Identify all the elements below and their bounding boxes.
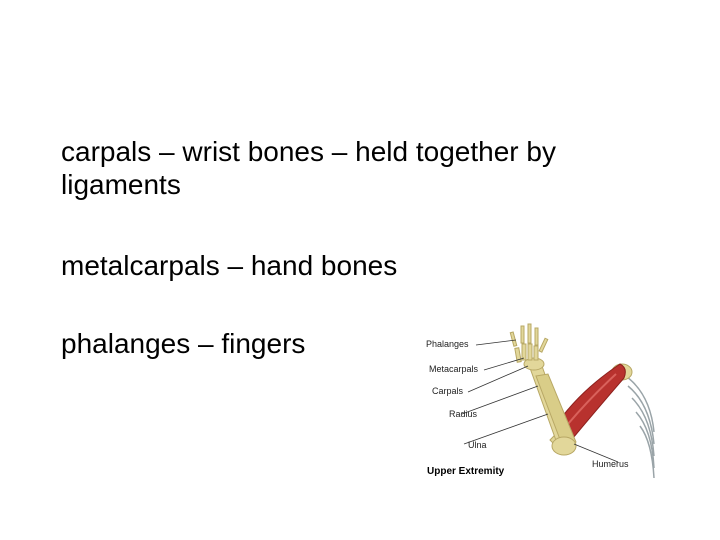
hand-illustration — [509, 323, 549, 371]
phalanx-thumb — [538, 337, 549, 353]
label-humerus: Humerus — [592, 459, 629, 469]
label-phalanges: Phalanges — [426, 339, 469, 349]
upper-extremity-diagram: Phalanges Metacarpals Carpals Radius Uln… — [426, 323, 655, 479]
metacarpal-4 — [533, 345, 539, 361]
ulna-bone — [535, 373, 577, 451]
bullet-carpals-line2: ligaments — [61, 169, 181, 200]
label-metacarpals: Metacarpals — [429, 364, 479, 374]
biceps-muscle — [553, 363, 626, 445]
bullet-carpals-line1: carpals – wrist bones – held together by — [61, 136, 556, 167]
label-radius: Radius — [449, 409, 478, 419]
bullet-metacarpals-text: metalcarpals – hand bones — [61, 250, 398, 281]
upper-extremity-figure: Phalanges Metacarpals Carpals Radius Uln… — [418, 322, 658, 484]
rib-cage-illustration — [622, 373, 655, 479]
label-ulna: Ulna — [468, 440, 487, 450]
metacarpal-1 — [514, 347, 522, 363]
bullet-carpals: carpals – wrist bones – held together by… — [61, 135, 556, 201]
elbow-joint — [551, 436, 577, 456]
metacarpal-3 — [527, 343, 533, 361]
bullet-metacarpals: metalcarpals – hand bones — [61, 249, 397, 282]
leader-lines — [461, 339, 619, 463]
phalanx-1 — [509, 331, 518, 347]
bullet-phalanges-text: phalanges – fingers — [61, 328, 306, 359]
metacarpal-2 — [521, 343, 527, 361]
bullet-phalanges: phalanges – fingers — [61, 327, 305, 360]
phalanx-4 — [534, 327, 539, 346]
phalanx-3 — [527, 323, 532, 344]
forearm-illustration — [529, 365, 577, 456]
figure-caption: Upper Extremity — [427, 466, 505, 477]
phalanx-2 — [520, 325, 525, 344]
label-carpals: Carpals — [432, 386, 464, 396]
